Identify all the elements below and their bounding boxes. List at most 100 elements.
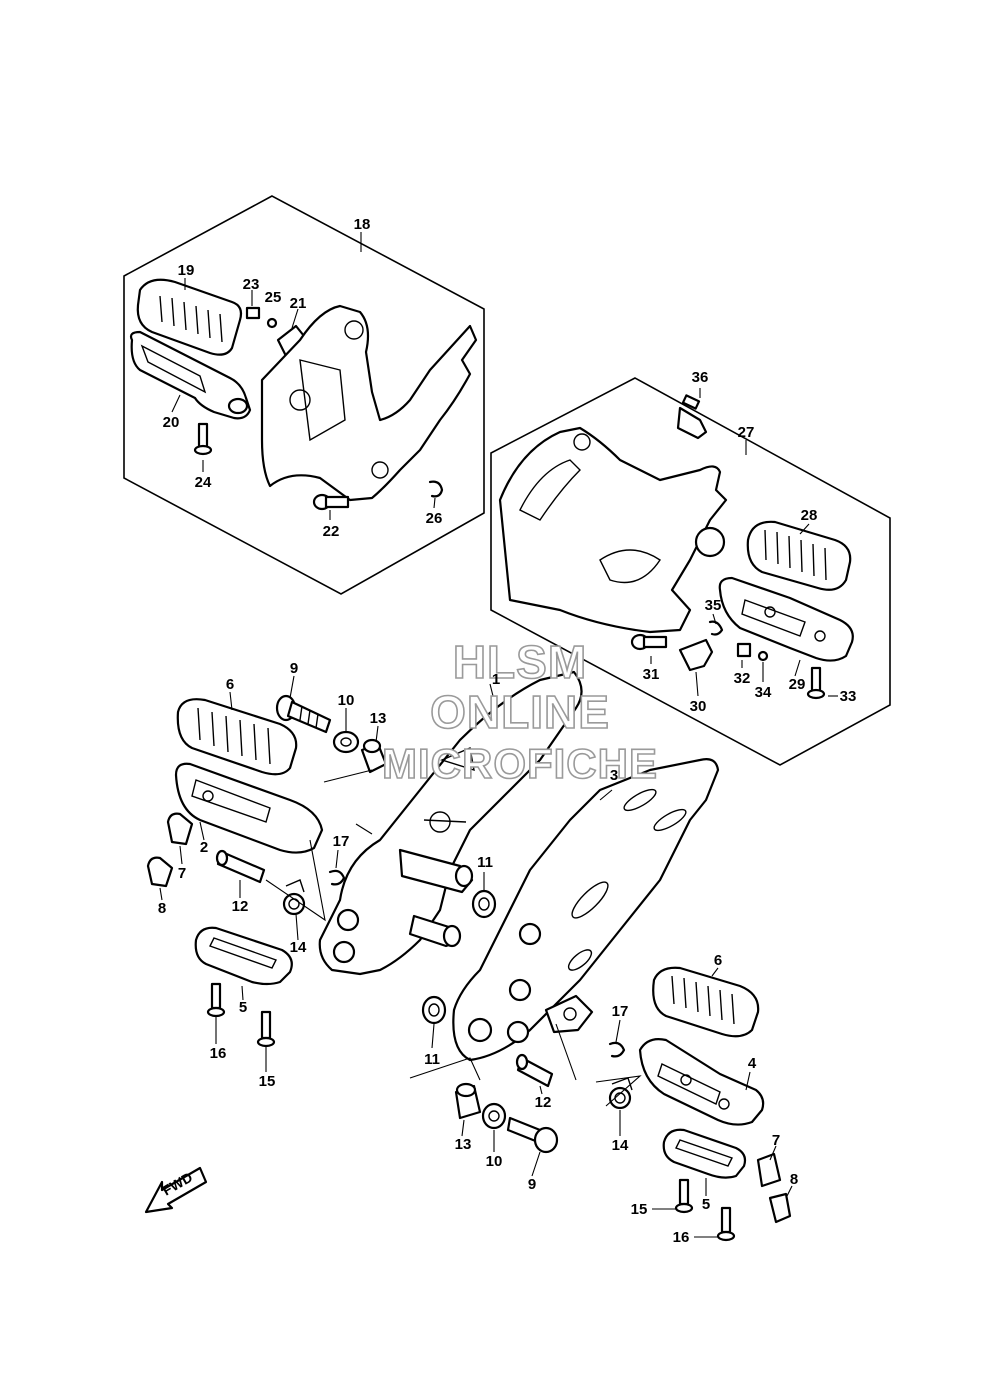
cap-8b (768, 1192, 792, 1224)
callout-16a: 16 (210, 1045, 227, 1062)
bolt-16b (716, 1206, 736, 1242)
footrest-plate-1 (318, 670, 583, 976)
callout-20: 20 (163, 414, 180, 431)
callout-29: 29 (789, 676, 806, 693)
callout-3: 3 (610, 767, 618, 784)
bolt-16a (206, 982, 226, 1018)
footrest-bracket (260, 304, 478, 502)
callout-labels: 18 19 23 25 21 20 24 22 26 36 27 28 35 3… (158, 216, 857, 1246)
footrest-rubber-6a (176, 698, 298, 776)
callout-17a: 17 (333, 833, 350, 850)
callout-21: 21 (290, 295, 307, 312)
callout-34: 34 (755, 684, 772, 701)
callout-9b: 9 (528, 1176, 536, 1193)
cap-7a (166, 812, 194, 846)
callout-33: 33 (840, 688, 857, 705)
callout-28: 28 (801, 507, 818, 524)
bolt-15a (256, 1010, 276, 1048)
watermark-line-1: HLSM (453, 636, 587, 688)
callout-25: 25 (265, 289, 282, 306)
callout-8a: 8 (158, 900, 166, 917)
bolt-36 (676, 394, 708, 440)
pin-12b (515, 1053, 554, 1088)
callout-35: 35 (705, 597, 722, 614)
footrest-rubber-6b (652, 966, 760, 1038)
callout-14a: 14 (290, 939, 307, 956)
footrest-plate-3 (452, 758, 720, 1062)
callout-12b: 12 (535, 1094, 552, 1111)
cover-5b (662, 1128, 747, 1179)
footrest-rubber-28 (746, 520, 852, 591)
ball-34 (757, 650, 769, 662)
washer-11a (471, 889, 497, 919)
callout-10b: 10 (486, 1153, 503, 1170)
callout-13b: 13 (455, 1136, 472, 1153)
washer-10b (481, 1102, 507, 1130)
clip-35 (708, 620, 724, 636)
watermark-line-2: ONLINE (430, 686, 610, 738)
callout-1: 1 (492, 671, 500, 688)
bolt-9a (275, 694, 332, 734)
callout-13a: 13 (370, 710, 387, 727)
callout-11a: 11 (477, 854, 493, 871)
watermark-line-3: MICROFICHE (382, 740, 658, 787)
cap-8a (146, 856, 174, 888)
pin-22 (312, 493, 350, 511)
callout-16b: 16 (673, 1229, 690, 1246)
callout-22: 22 (323, 523, 340, 540)
spring-14a (282, 879, 306, 916)
callout-5a: 5 (239, 999, 247, 1016)
fwd-arrow: FWD (144, 1166, 208, 1214)
callout-7b: 7 (772, 1132, 780, 1149)
forward-arrow-icon (144, 1166, 208, 1214)
footrest-bracket-rear (498, 426, 728, 634)
spring-32 (736, 642, 752, 658)
callout-12a: 12 (232, 898, 249, 915)
callout-6b: 6 (714, 952, 722, 969)
cap-7b (756, 1152, 782, 1188)
front-footrest-assembly (146, 670, 793, 1242)
callout-7a: 7 (178, 865, 186, 882)
washer-10a (332, 730, 360, 754)
callout-32: 32 (734, 670, 751, 687)
callout-30: 30 (690, 698, 707, 715)
callout-19: 19 (178, 262, 195, 279)
footrest-rubber-19 (136, 278, 243, 356)
callout-31: 31 (643, 666, 660, 683)
footrest-20 (129, 330, 252, 420)
callout-8b: 8 (790, 1171, 798, 1188)
spring-23 (245, 306, 261, 320)
cover-5a (194, 926, 293, 986)
bushing-13b (454, 1082, 482, 1120)
clip-17b (608, 1041, 626, 1058)
ball-25 (266, 317, 278, 329)
clip-17a (328, 869, 346, 886)
bolt-33 (806, 666, 826, 700)
callout-26: 26 (426, 510, 443, 527)
pin-31 (630, 633, 668, 651)
bushing-13a (360, 738, 388, 774)
callout-36: 36 (692, 369, 709, 386)
callout-4: 4 (748, 1055, 757, 1072)
callout-15b: 15 (631, 1201, 648, 1218)
callout-23: 23 (243, 276, 260, 293)
callout-2: 2 (200, 839, 208, 856)
bolt-9b (506, 1116, 559, 1154)
callout-15a: 15 (259, 1073, 276, 1090)
plate-30 (678, 638, 714, 672)
assembly-box-18 (123, 195, 485, 595)
assembly-box-27 (490, 377, 891, 766)
footrest-29 (718, 576, 854, 662)
callout-9a: 9 (290, 660, 298, 677)
callout-14b: 14 (612, 1137, 629, 1154)
pin-12a (215, 849, 266, 884)
footrest-4 (638, 1038, 765, 1126)
callout-24: 24 (195, 474, 212, 491)
callout-17b: 17 (612, 1003, 629, 1020)
callout-11b: 11 (424, 1051, 440, 1068)
callout-18: 18 (354, 216, 371, 233)
callout-6a: 6 (226, 676, 234, 693)
callout-5b: 5 (702, 1196, 710, 1213)
clip-26 (428, 480, 444, 498)
